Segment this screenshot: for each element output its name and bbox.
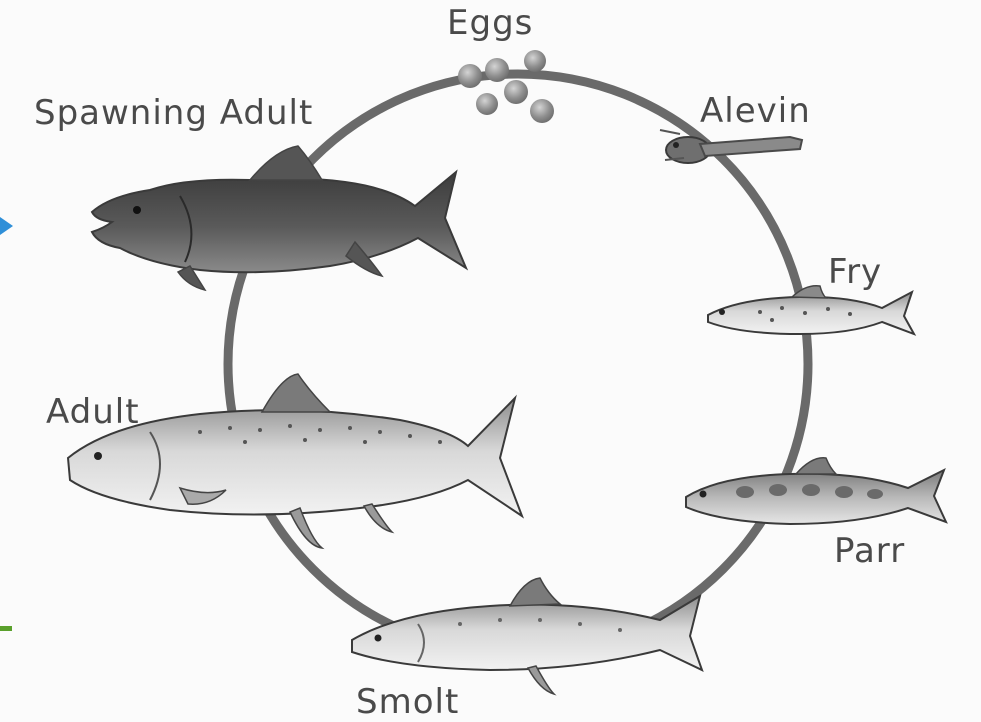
smolt-fish-illustration (352, 578, 702, 694)
parr-fish-illustration (686, 458, 946, 524)
label-spawning-adult: Spawning Adult (34, 93, 313, 133)
life-cycle-ring (228, 74, 808, 654)
fry-fish-illustration (708, 286, 914, 334)
edge-arrow-marker (0, 217, 13, 235)
label-smolt: Smolt (356, 682, 459, 722)
egg (485, 58, 509, 82)
label-adult: Adult (46, 392, 140, 432)
edge-bar-marker (0, 626, 12, 631)
eggs-illustration (458, 50, 554, 123)
egg (524, 50, 546, 72)
spawning-adult-fish-illustration (92, 146, 466, 290)
alevin-illustration (660, 130, 802, 163)
egg (504, 80, 528, 104)
egg (458, 64, 482, 88)
label-fry: Fry (828, 252, 882, 292)
label-alevin: Alevin (700, 91, 811, 131)
egg (476, 93, 498, 115)
label-eggs: Eggs (447, 3, 533, 43)
label-parr: Parr (834, 531, 905, 571)
egg (530, 99, 554, 123)
